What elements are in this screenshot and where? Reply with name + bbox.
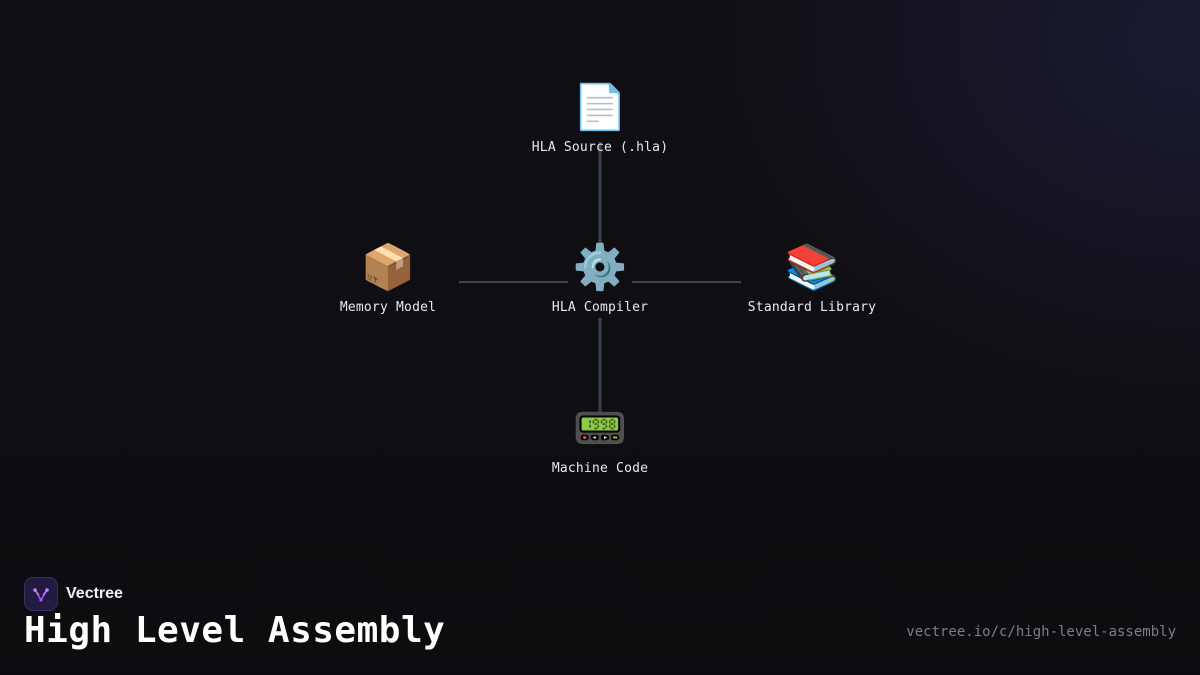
gear-icon: ⚙️ [572,242,628,293]
node-label: HLA Compiler [551,300,649,315]
node-label: HLA Source (.hla) [531,140,669,155]
vectree-mark-icon [33,588,49,602]
brand-name: Vectree [66,585,123,602]
node-label: Machine Code [551,461,649,476]
books-icon: 📚 [784,242,840,293]
node-machine-code[interactable]: 📟 Machine Code [480,401,720,476]
node-standard-library[interactable]: 📚 Standard Library [692,240,932,315]
node-hla-source[interactable]: 📄 HLA Source (.hla) [480,80,720,155]
document-icon: 📄 [572,82,628,133]
brand[interactable]: Vectree [24,577,123,611]
course-url[interactable]: vectree.io/c/high-level-assembly [906,624,1176,640]
pager-icon: 📟 [572,403,628,454]
node-label: Memory Model [339,300,437,315]
page-title: High Level Assembly [24,610,446,651]
vectree-logo-icon [24,577,58,611]
node-hla-compiler[interactable]: ⚙️ HLA Compiler [480,240,720,315]
node-memory-model[interactable]: 📦 Memory Model [268,240,508,315]
node-label: Standard Library [747,300,877,315]
package-icon: 📦 [360,242,416,293]
